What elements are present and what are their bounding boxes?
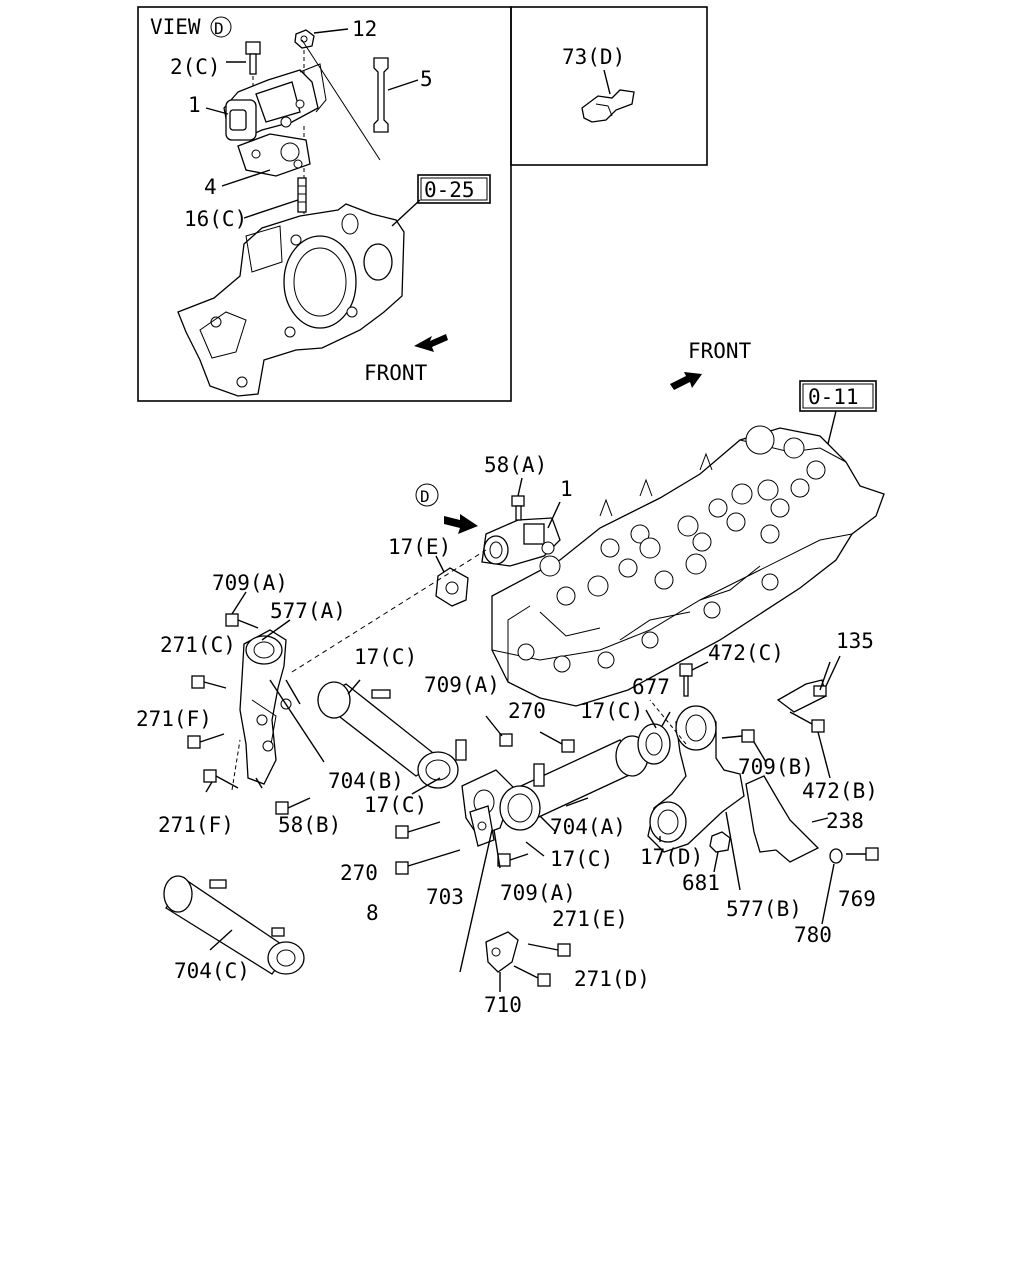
view-d-inset-frame (137, 6, 512, 402)
bolt-271c-icon (191, 675, 227, 689)
egr-cooler-704a-drawing (499, 723, 671, 831)
label-17c-low: 17(C) (364, 793, 427, 817)
bolt-472b-icon (789, 711, 831, 779)
label-58b: 58(B) (278, 813, 341, 837)
bolt-271e-icon (527, 943, 571, 957)
front-label-inset: FRONT (364, 361, 428, 385)
bolt-709a-low-icon (497, 853, 529, 867)
label-472c: 472(C) (708, 641, 784, 665)
label-17e: 17(E) (388, 535, 451, 559)
bracket-710-drawing (459, 829, 519, 992)
clip-inset-frame (510, 6, 708, 166)
svg-text:D: D (420, 487, 430, 506)
label-16c: 16(C) (184, 207, 247, 231)
label-1-main: 1 (560, 477, 573, 501)
egr-cooler-704b-drawing (316, 679, 467, 789)
svg-text:D: D (214, 19, 224, 38)
view-d-marker: D (415, 483, 439, 507)
label-780: 780 (794, 923, 832, 947)
bracket-135-drawing (776, 655, 841, 713)
label-73d: 73(D) (562, 45, 625, 69)
label-12: 12 (352, 17, 377, 41)
pipe-577a-drawing (239, 629, 301, 785)
bolt-271f-low-icon (203, 769, 239, 789)
label-577a: 577(A) (270, 599, 346, 623)
label-709a-mid: 709(A) (424, 673, 500, 697)
label-17c-left: 17(C) (354, 645, 417, 669)
bolt-472c-icon (679, 661, 709, 697)
bolt-709a-left-icon (225, 613, 259, 629)
label-270-top: 270 (508, 699, 546, 723)
label-17c-mid: 17(C) (580, 699, 643, 723)
label-271f-low: 271(F) (158, 813, 234, 837)
bolt-271d-icon (513, 965, 551, 987)
bolt-709b-icon (721, 729, 767, 763)
front-arrow-icon (414, 334, 448, 352)
label-238: 238 (826, 809, 864, 833)
view-d-arrow-icon (444, 514, 478, 534)
bolt-8-icon (395, 849, 461, 875)
label-2c: 2(C) (170, 55, 221, 79)
label-135: 135 (836, 629, 874, 653)
washer-780-icon (821, 848, 843, 925)
ref-box-0-25: 0-25 (417, 174, 491, 204)
label-709b: 709(B) (738, 755, 814, 779)
label-271e: 271(E) (552, 907, 628, 931)
label-681: 681 (682, 871, 720, 895)
nut-681-icon (709, 831, 731, 873)
egr-cooler-704c-drawing (163, 875, 305, 975)
label-709a-low: 709(A) (500, 881, 576, 905)
label-704b: 704(B) (328, 769, 404, 793)
bracket-238-drawing (745, 775, 829, 863)
label-271c: 271(C) (160, 633, 236, 657)
label-4: 4 (204, 175, 217, 199)
svg-text:0-11: 0-11 (808, 385, 859, 409)
flange-703-drawing (461, 769, 515, 847)
label-709a-top: 709(A) (212, 571, 288, 595)
label-704a: 704(A) (550, 815, 626, 839)
label-58a: 58(A) (484, 453, 547, 477)
bolt-58b-icon (275, 797, 311, 815)
front-label-main: FRONT (688, 339, 752, 363)
label-703: 703 (426, 885, 464, 909)
label-17d: 17(D) (640, 845, 703, 869)
cylinder-head-drawing (491, 425, 885, 707)
ref-box-0-11: 0-11 (799, 380, 877, 412)
label-677: 677 (632, 675, 670, 699)
label-710: 710 (484, 993, 522, 1017)
label-769: 769 (838, 887, 876, 911)
label-472b: 472(B) (802, 779, 878, 803)
front-arrow-main-icon (670, 372, 702, 390)
label-704c: 704(C) (174, 959, 250, 983)
bolt-270-top-icon (539, 731, 575, 753)
egr-valve-inset-drawing (177, 28, 421, 397)
label-271f-top: 271(F) (136, 707, 212, 731)
label-1-inset: 1 (188, 93, 201, 117)
view-id-marker: D (210, 16, 232, 38)
label-271d: 271(D) (574, 967, 650, 991)
bolt-769-icon (846, 847, 879, 861)
bolt-271f-top-icon (187, 733, 225, 749)
egr-valve-main-drawing (481, 477, 561, 567)
label-17c-right: 17(C) (550, 847, 613, 871)
view-title: VIEW (150, 15, 201, 39)
svg-text:0-25: 0-25 (424, 178, 475, 202)
label-8: 8 (366, 901, 379, 925)
bolt-270-low-icon (395, 821, 441, 839)
label-5: 5 (420, 67, 433, 91)
label-270-low: 270 (340, 861, 378, 885)
bolt-709a-mid-icon (485, 715, 513, 747)
pipe-577b-drawing (647, 705, 745, 853)
label-577b: 577(B) (726, 897, 802, 921)
